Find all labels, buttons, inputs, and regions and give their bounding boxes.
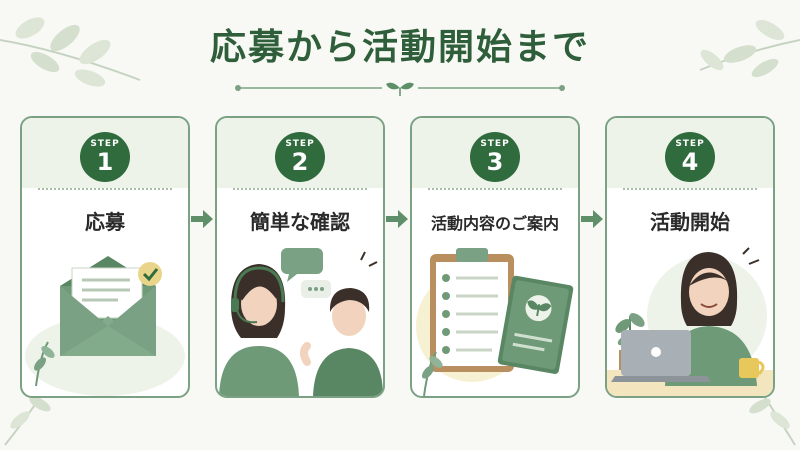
leaf-branch-icon — [699, 19, 800, 78]
title-divider — [235, 82, 565, 96]
arrow-right-icon — [191, 210, 213, 228]
page-title: 応募から活動開始まで — [209, 27, 590, 68]
laptop-work-icon — [607, 247, 773, 396]
step-label: 応募 — [85, 210, 125, 234]
step-card-2: STEP 2 簡単な確認 — [215, 116, 385, 398]
sprout-icon — [386, 82, 414, 96]
step-card-1: STEP 1 応募 — [20, 116, 190, 398]
step-card-4: STEP 4 活動開始 — [605, 116, 775, 398]
step-number: 1 — [96, 148, 114, 176]
step-number: 3 — [486, 148, 504, 176]
step-word: STEP — [285, 139, 315, 149]
step-label: 簡単な確認 — [250, 210, 350, 234]
envelope-icon — [25, 256, 185, 396]
step-card-3: STEP 3 活動内容のご案内 — [410, 116, 580, 398]
step-label: 活動開始 — [650, 210, 730, 234]
leaf-branch-icon — [0, 17, 141, 87]
arrow-right-icon — [581, 210, 603, 228]
step-badge: STEP 1 — [80, 132, 130, 182]
step-word: STEP — [90, 139, 120, 149]
step-number: 2 — [291, 148, 309, 176]
step-label: 活動内容のご案内 — [430, 214, 559, 233]
conversation-icon — [219, 248, 383, 396]
step-badge: STEP 2 — [275, 132, 325, 182]
step-word: STEP — [480, 139, 510, 149]
step-word: STEP — [675, 139, 705, 149]
step-badge: STEP 4 — [665, 132, 715, 182]
step-number: 4 — [681, 148, 699, 176]
step-badge: STEP 3 — [470, 132, 520, 182]
arrow-right-icon — [386, 210, 408, 228]
checklist-icon — [416, 248, 574, 396]
